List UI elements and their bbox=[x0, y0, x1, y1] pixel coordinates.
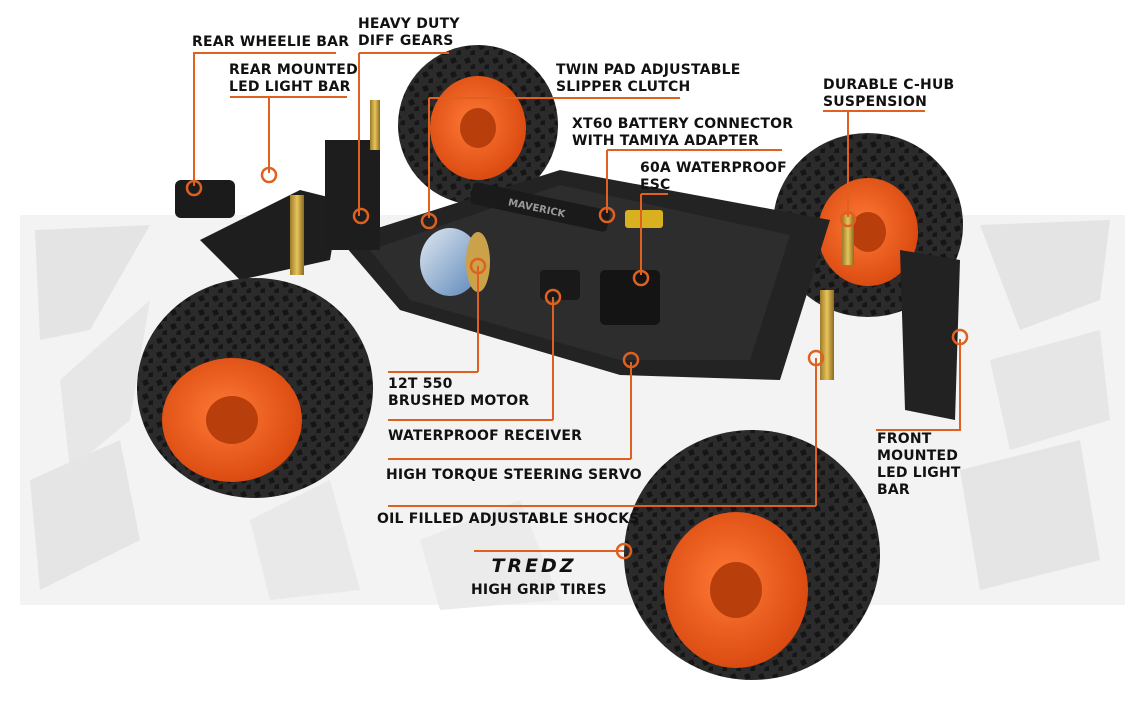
callout-dot-tires bbox=[615, 542, 633, 560]
callout-dot-servo bbox=[622, 351, 640, 369]
callout-dot-motor bbox=[469, 257, 487, 275]
callout-dot-receiver bbox=[544, 288, 562, 306]
label-esc-line2: ESC bbox=[640, 177, 671, 193]
callout-dot-front-led bbox=[951, 328, 969, 346]
label-chub-line1: DURABLE C-HUB bbox=[823, 77, 955, 93]
receiver-box bbox=[540, 270, 580, 300]
callout-line-front-led bbox=[876, 339, 961, 431]
motor bbox=[420, 228, 490, 296]
label-front-led-line4: BAR bbox=[877, 482, 910, 498]
label-front-led-line2: MOUNTED bbox=[877, 448, 959, 464]
callout-lines bbox=[193, 52, 961, 552]
label-slipper-line2: SLIPPER CLUTCH bbox=[556, 79, 691, 95]
label-receiver: WATERPROOF RECEIVER bbox=[388, 428, 583, 444]
callout-dot-slipper bbox=[420, 212, 438, 230]
tredz-logo-text: TREDZ bbox=[491, 556, 576, 574]
front-left-wheel bbox=[137, 278, 373, 498]
callout-dot-chub bbox=[839, 210, 857, 228]
label-front-led-line1: FRONT bbox=[877, 431, 932, 447]
label-tires: HIGH GRIP TIRES bbox=[471, 582, 607, 598]
rear-left-wheel bbox=[398, 45, 558, 205]
label-diff-line1: HEAVY DUTY bbox=[358, 16, 460, 32]
label-xt60-line2: WITH TAMIYA ADAPTER bbox=[572, 133, 759, 149]
callout-dot-diff bbox=[352, 207, 370, 225]
label-rear-wheelie-bar: REAR WHEELIE BAR bbox=[192, 34, 350, 50]
label-chub-line2: SUSPENSION bbox=[823, 94, 927, 110]
label-shocks: OIL FILLED ADJUSTABLE SHOCKS bbox=[377, 511, 640, 527]
callout-dot-xt60 bbox=[598, 206, 616, 224]
label-xt60-line1: XT60 BATTERY CONNECTOR bbox=[572, 116, 794, 132]
front-right-wheel bbox=[624, 430, 880, 680]
label-rear-led-line1: REAR MOUNTED bbox=[229, 62, 358, 78]
callout-dot-shocks bbox=[807, 349, 825, 367]
label-servo: HIGH TORQUE STEERING SERVO bbox=[386, 467, 642, 483]
xt60-connector bbox=[625, 210, 663, 228]
label-diff-line2: DIFF GEARS bbox=[358, 33, 454, 49]
esc-unit bbox=[600, 270, 660, 325]
label-motor-line2: BRUSHED MOTOR bbox=[388, 393, 530, 409]
callout-dot-esc bbox=[632, 269, 650, 287]
chassis: MAVERICK bbox=[175, 140, 960, 420]
label-slipper-line1: TWIN PAD ADJUSTABLE bbox=[556, 62, 741, 78]
label-front-led-line3: LED LIGHT bbox=[877, 465, 961, 481]
label-esc-line1: 60A WATERPROOF bbox=[640, 160, 787, 176]
callout-dot-rear-led bbox=[260, 166, 278, 184]
tredz-logo: TREDZ bbox=[491, 556, 576, 574]
callout-dot-rear-wheelie-bar bbox=[185, 179, 203, 197]
label-motor-line1: 12T 550 bbox=[388, 376, 453, 392]
shocks bbox=[290, 100, 854, 380]
label-rear-led-line2: LED LIGHT BAR bbox=[229, 79, 351, 95]
callout-dots bbox=[185, 166, 969, 560]
